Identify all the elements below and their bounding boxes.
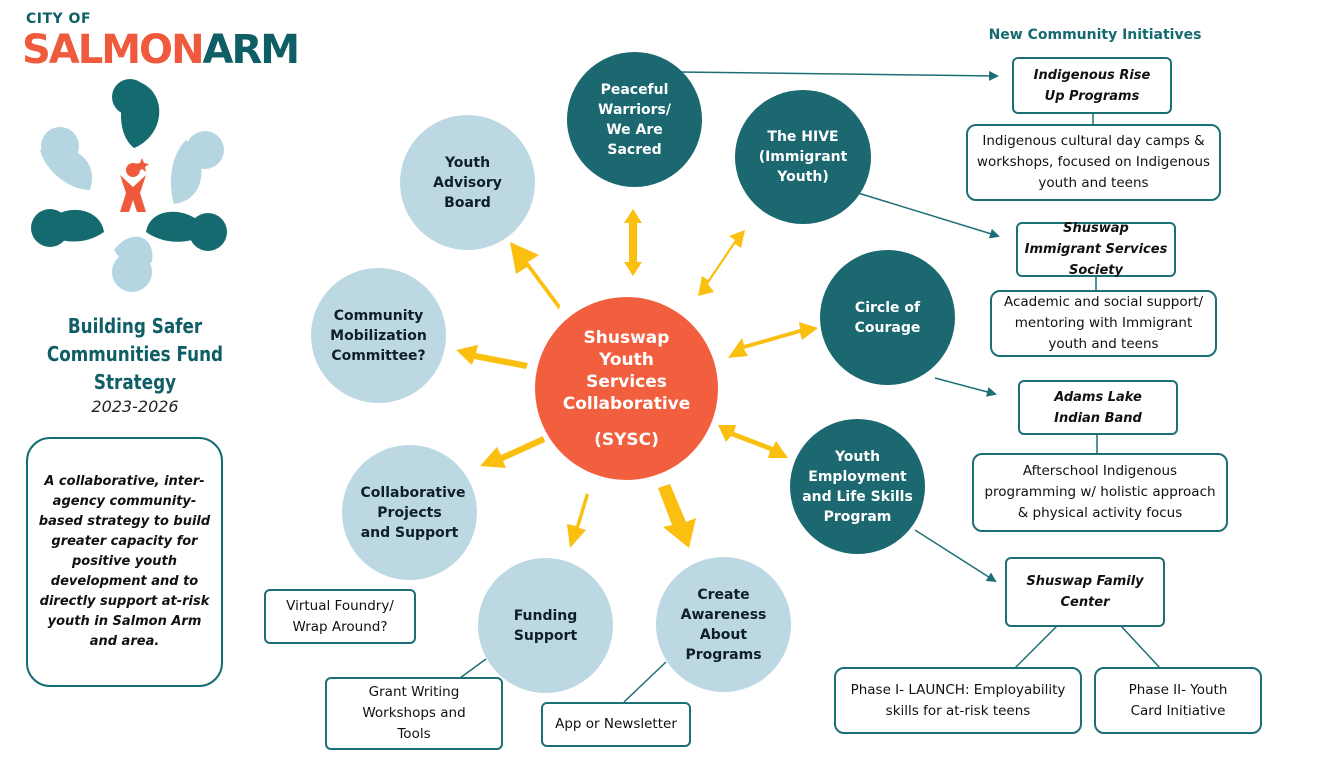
double-arrow-hive	[698, 230, 745, 296]
org-box-rise-up: Indigenous Rise Up Programs	[1012, 57, 1172, 114]
strategy-description-box: A collaborative, inter-agency community-…	[26, 437, 223, 687]
circle-circle-of-courage: Circle of Courage	[820, 250, 955, 385]
strategy-description: A collaborative, inter-agency community-…	[38, 474, 211, 649]
circle-advisory-label: Youth Advisory Board	[433, 154, 502, 211]
center-name: Shuswap Youth Services Collaborative	[562, 327, 691, 414]
circle-peaceful-warriors: Peaceful Warriors/ We Are Sacred	[567, 52, 702, 187]
detail-box-grant: Grant Writing Workshops and Tools	[325, 677, 503, 750]
detail-adams-text: Afterschool Indigenous programming w/ ho…	[984, 463, 1216, 521]
connector-lines	[459, 70, 1161, 703]
double-arrow-peaceful	[624, 209, 642, 276]
detail-box-phase1: Phase I- LAUNCH: Employability skills fo…	[834, 667, 1082, 734]
detail-phase1-text: Phase I- LAUNCH: Employability skills fo…	[850, 681, 1066, 719]
detail-rise-up-text: Indigenous cultural day camps & workshop…	[976, 133, 1211, 191]
circle-awareness-label: Create Awareness About Programs	[680, 586, 767, 663]
org-box-immigrant-services: Shuswap Immigrant Services Society	[1016, 221, 1176, 278]
detail-box-phase2: Phase II- Youth Card Initiative	[1094, 667, 1262, 734]
detail-box-adams: Afterschool Indigenous programming w/ ho…	[972, 453, 1228, 532]
radial-arrows	[456, 209, 818, 548]
circle-community-mobilization: Community Mobilization Committee?	[311, 268, 446, 403]
org-rise-up-label: Indigenous Rise Up Programs	[1033, 67, 1151, 104]
detail-box-foundry: Virtual Foundry/ Wrap Around?	[264, 589, 416, 644]
detail-box-rise-up: Indigenous cultural day camps & workshop…	[966, 124, 1221, 201]
logo-salmon-text: SALMON	[22, 27, 205, 73]
arrow-collaborative	[480, 436, 545, 468]
detail-foundry-text: Virtual Foundry/ Wrap Around?	[286, 597, 394, 635]
circle-the-hive: The HIVE (Immigrant Youth)	[735, 90, 871, 224]
center-abbr: (SYSC)	[594, 429, 659, 450]
circle-peaceful-label: Peaceful Warriors/ We Are Sacred	[598, 81, 671, 158]
initiatives-heading: New Community Initiatives	[988, 27, 1202, 43]
circle-employment-label: Youth Employment and Life Skills Program	[802, 448, 913, 525]
logo-wordmark: SALMONARM	[22, 26, 301, 74]
circle-collaborative-projects: Collaborative Projects and Support	[342, 445, 477, 580]
detail-box-app: App or Newsletter	[541, 702, 691, 747]
org-box-adams-lake: Adams Lake Indian Band	[1018, 380, 1178, 435]
arrow-advisory	[510, 242, 560, 310]
double-arrow-courage	[728, 322, 818, 358]
circle-youth-employment: Youth Employment and Life Skills Program	[790, 419, 925, 554]
org-family-label: Shuswap Family Center	[1026, 574, 1144, 610]
circle-youth-advisory: Youth Advisory Board	[400, 115, 535, 250]
circle-community-label: Community Mobilization Committee?	[330, 307, 427, 364]
circle-funding-label: Funding Support	[513, 607, 578, 644]
circle-collaborative-label: Collaborative Projects and Support	[360, 484, 466, 541]
double-arrow-employment	[718, 425, 788, 458]
org-immigrant-label: Shuswap Immigrant Services Society	[1024, 221, 1168, 278]
circle-funding-support: Funding Support	[478, 558, 613, 693]
arrow-awareness	[658, 484, 696, 548]
org-box-family-center: Shuswap Family Center	[1005, 557, 1165, 627]
detail-phase2-text: Phase II- Youth Card Initiative	[1128, 681, 1228, 719]
logo-arm-text: ARM	[202, 27, 301, 73]
circle-courage-label: Circle of Courage	[854, 299, 921, 336]
strategy-years: 2023-2026	[91, 397, 179, 416]
logo-city-of: CITY OF	[26, 11, 92, 27]
salmon-arm-people-icon	[31, 79, 227, 292]
arrow-funding	[567, 493, 589, 548]
strategy-title: Building Safer Communities Fund Strategy	[46, 314, 224, 394]
detail-box-immigrant: Academic and social support/ mentoring w…	[990, 290, 1217, 357]
org-adams-label: Adams Lake Indian Band	[1054, 389, 1142, 426]
detail-immigrant-text: Academic and social support/ mentoring w…	[1003, 294, 1204, 352]
circle-hive-label: The HIVE (Immigrant Youth)	[758, 129, 848, 185]
circle-center-sysc: Shuswap Youth Services Collaborative (SYS…	[535, 297, 718, 480]
detail-grant-text: Grant Writing Workshops and Tools	[362, 684, 466, 742]
arrow-community	[456, 345, 528, 369]
circle-create-awareness: Create Awareness About Programs	[656, 557, 791, 692]
detail-app-text: App or Newsletter	[555, 716, 677, 732]
